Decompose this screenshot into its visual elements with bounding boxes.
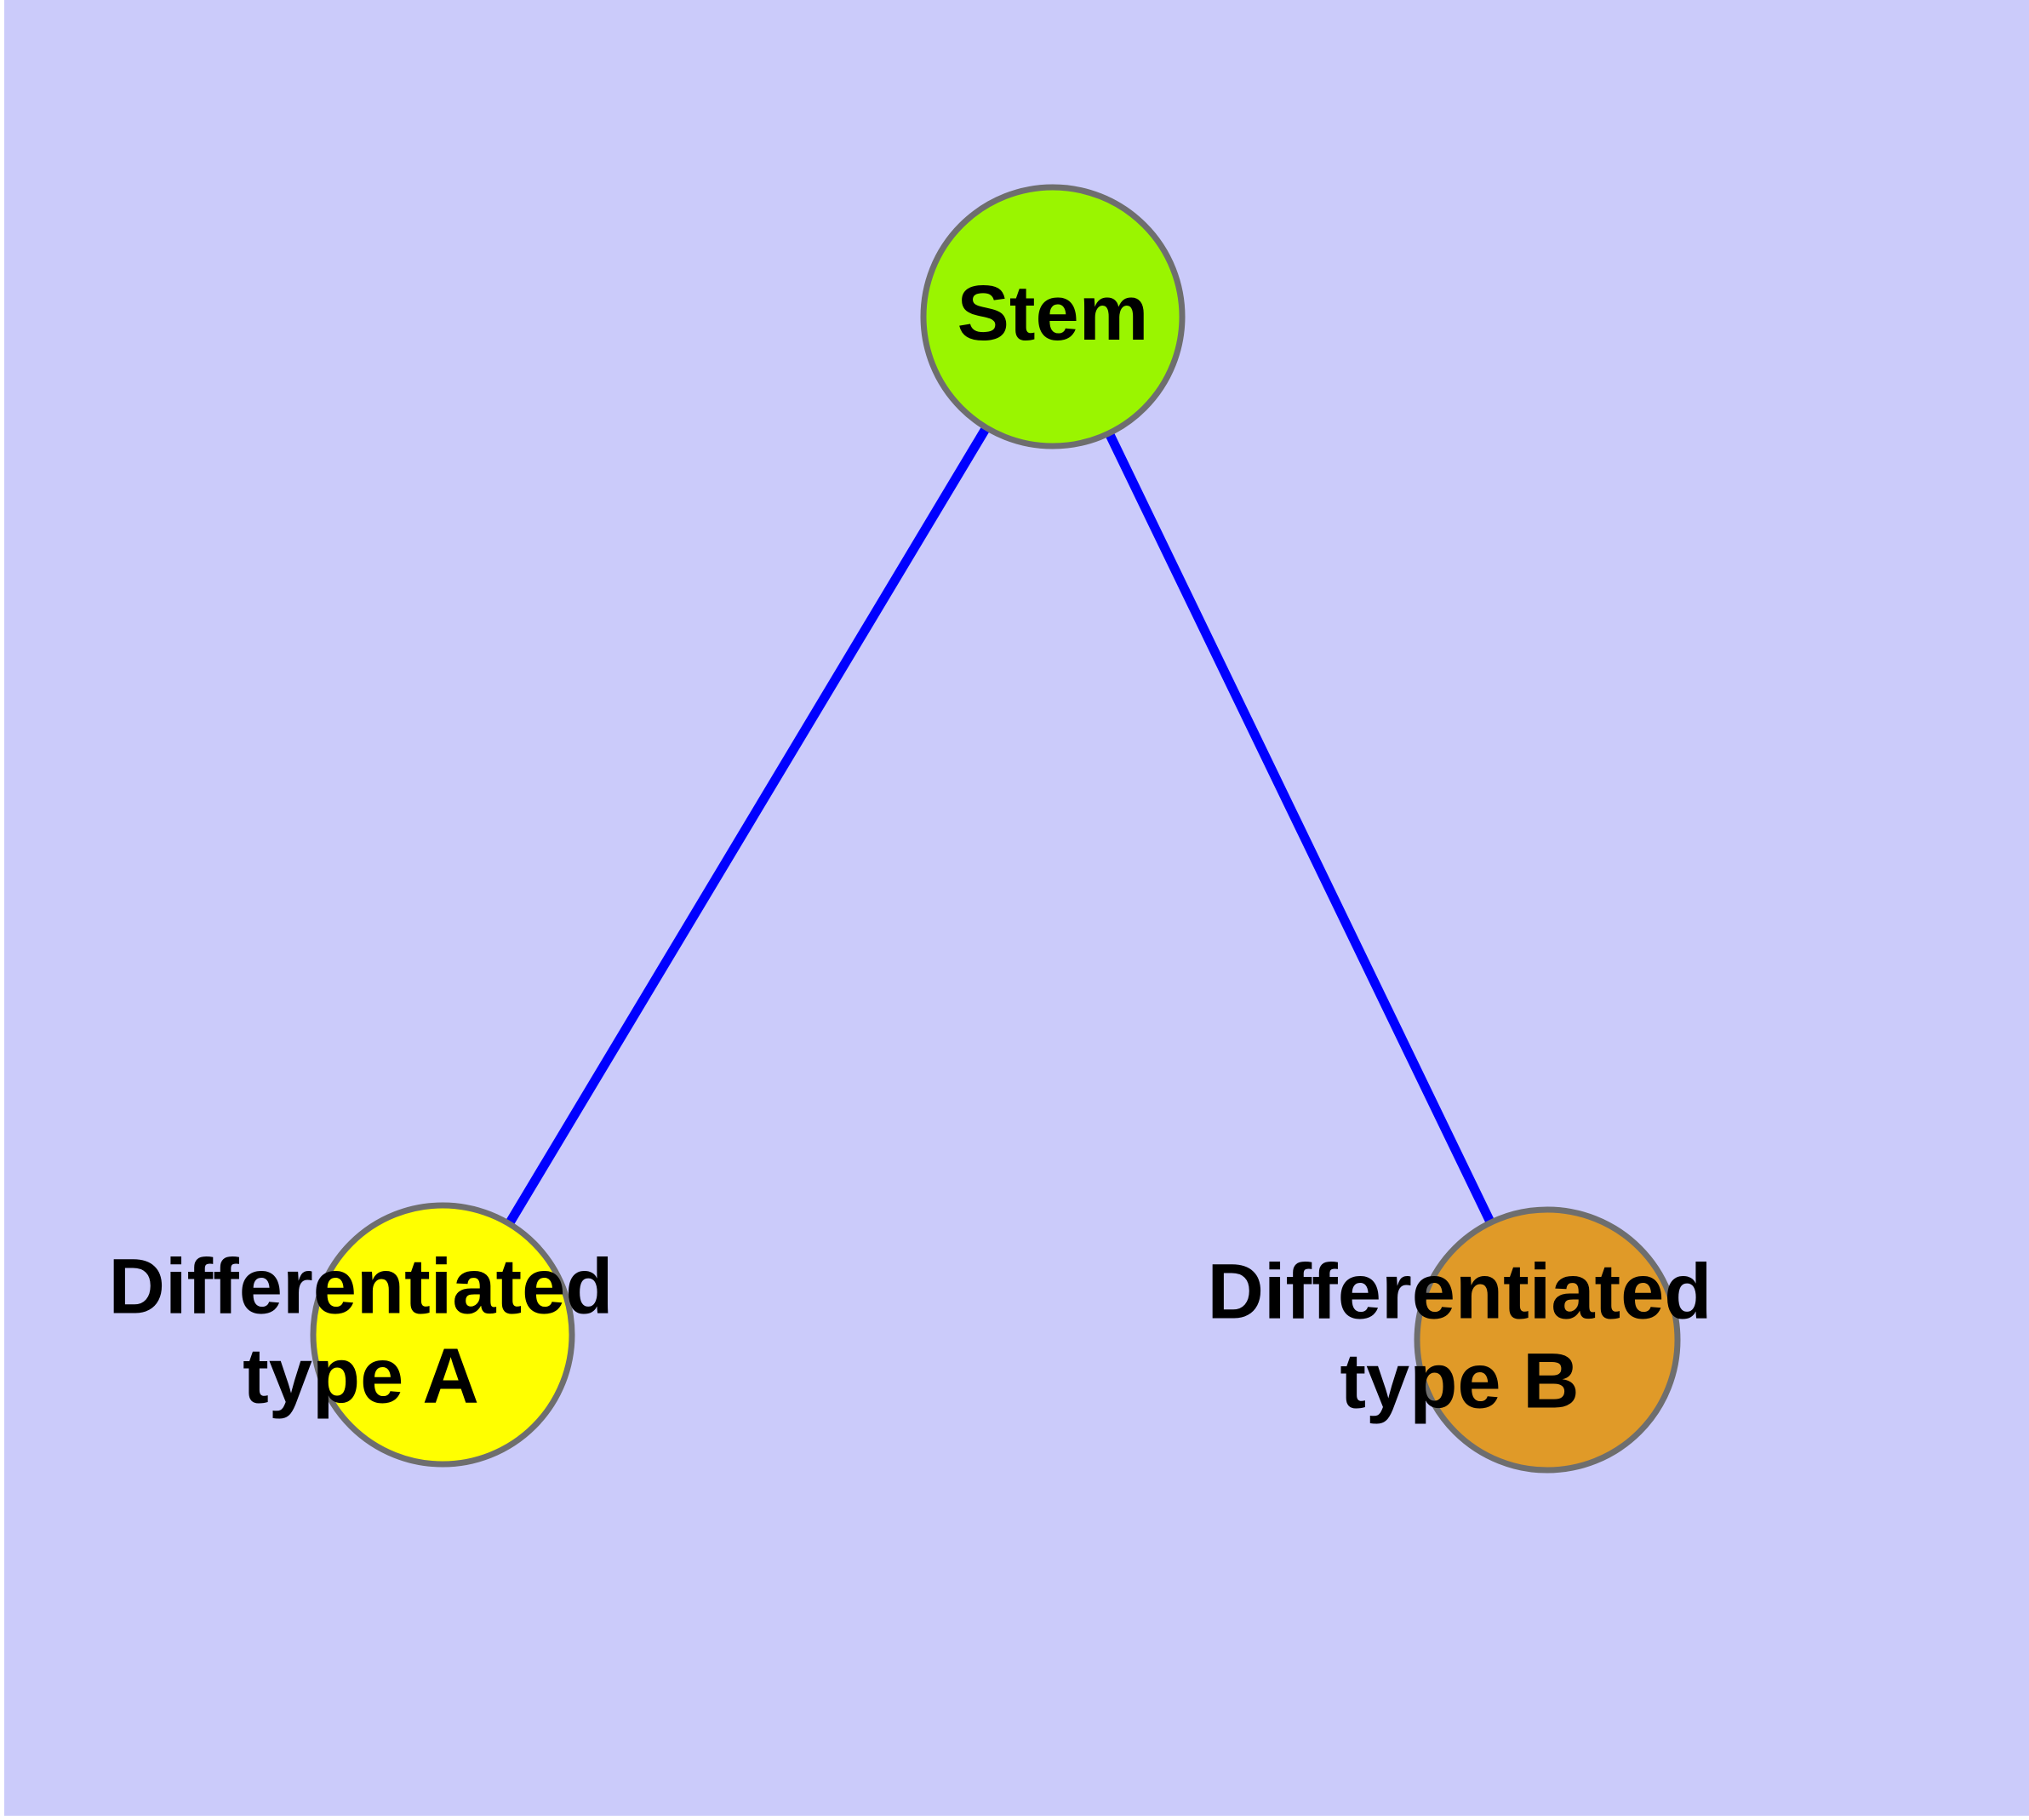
nodes-layer	[310, 184, 1681, 1474]
node-label-line: Differentiated	[109, 1244, 614, 1331]
node-diff_b[interactable]	[1414, 1206, 1681, 1474]
edge-stem-to-diff_a	[438, 314, 1057, 1337]
edge-stem-to-diff_b	[1049, 314, 1552, 1342]
node-diff_a[interactable]	[310, 1202, 575, 1468]
node-label-line: type A	[243, 1333, 479, 1420]
node-label-line: type B	[1340, 1338, 1579, 1425]
edges-layer	[438, 314, 1552, 1342]
node-label-line: Differentiated	[1208, 1249, 1712, 1336]
node-stem[interactable]	[920, 184, 1186, 449]
node-label-line: Stem	[957, 270, 1149, 357]
node-label-stem: Stem	[957, 270, 1149, 357]
